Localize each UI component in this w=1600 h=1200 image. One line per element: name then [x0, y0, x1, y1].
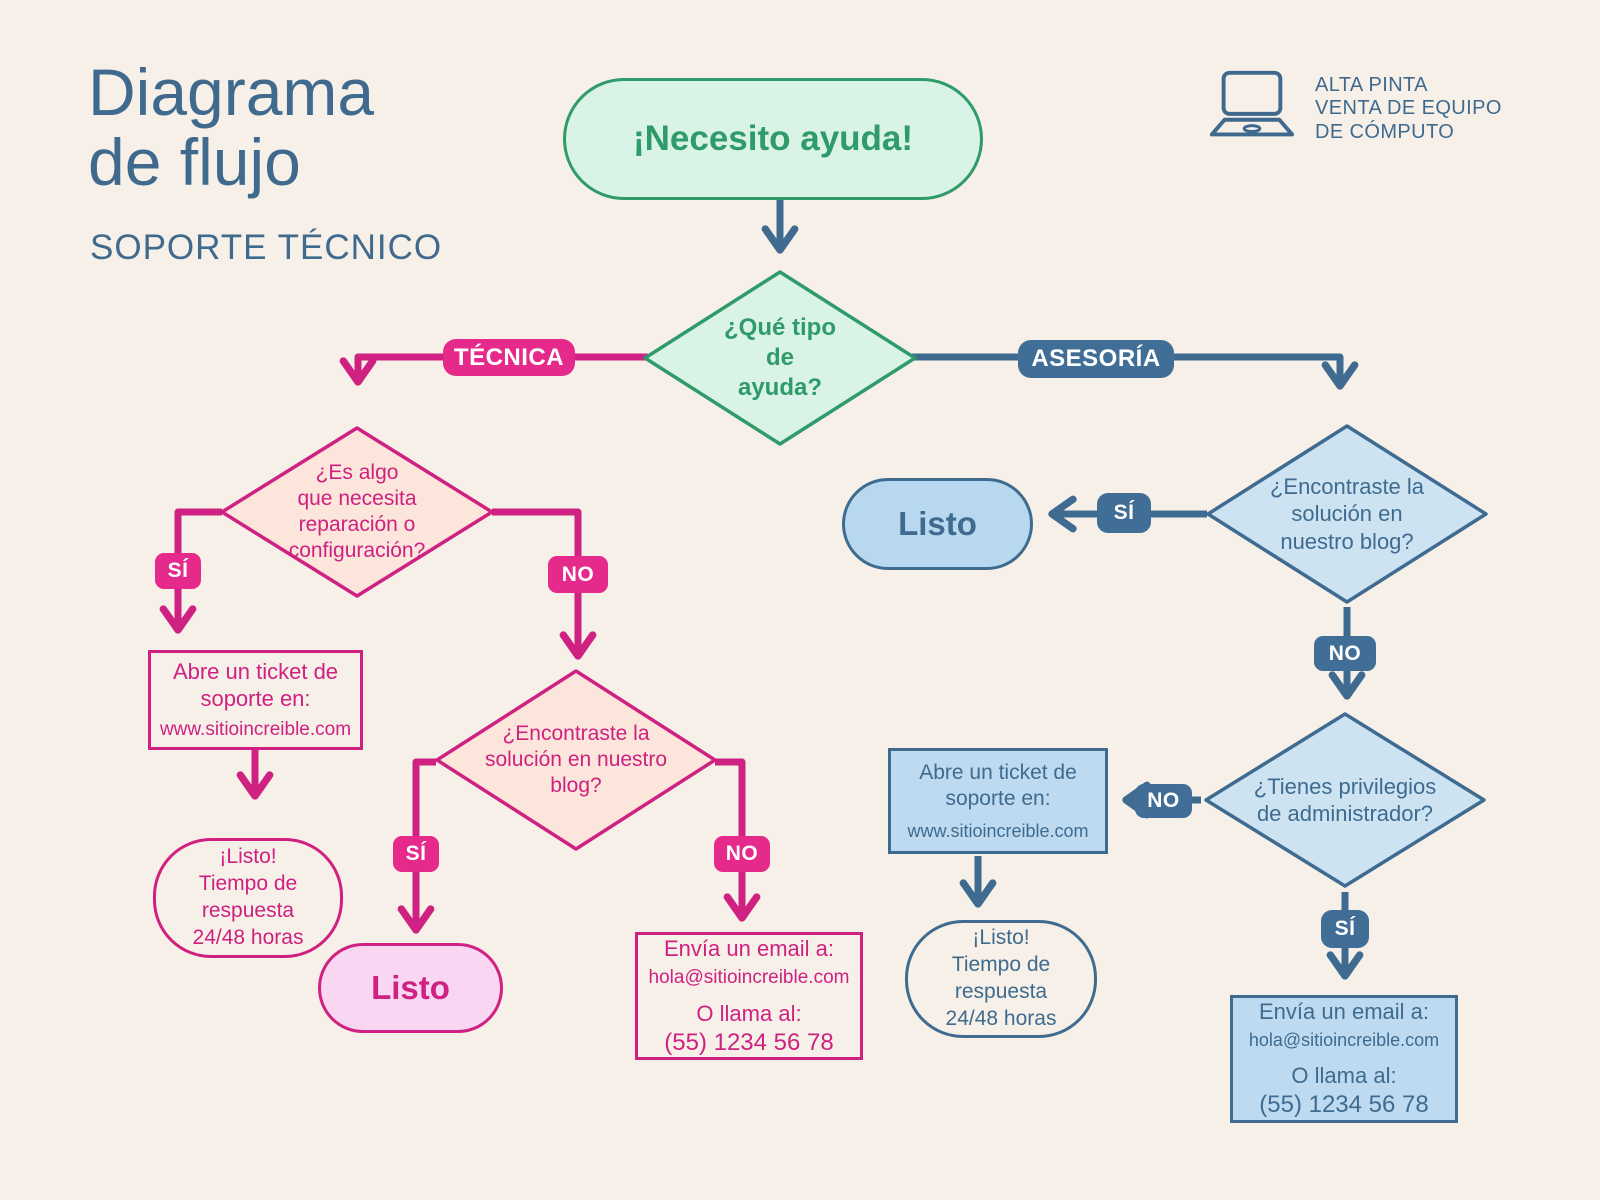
brand-line3: DE CÓMPUTO [1315, 120, 1455, 143]
help-type-line2: de [765, 344, 794, 372]
ticket-box-pink: Abre un ticket de soporte en: www.sitioi… [148, 650, 363, 750]
blog-blue-line2: solución en [1291, 501, 1403, 527]
decision-help-type: ¿Qué tipo de ayuda? [642, 269, 918, 447]
blog-pink-line1: ¿Encontraste la [502, 721, 650, 745]
decision-admin-privileges: ¿Tienes privilegios de administrador? [1203, 711, 1487, 889]
ticket-blue-heading: Abre un ticket de soporte en: [919, 760, 1077, 811]
decision-blog-blue: ¿Encontraste la solución en nuestro blog… [1205, 423, 1489, 605]
done-pink-line2: Tiempo de [198, 872, 298, 896]
done-node-blue: Listo [842, 478, 1033, 570]
diamond-shape [1206, 424, 1488, 604]
email-blue-address: hola@sitioincreible.com [1248, 1030, 1440, 1050]
blog-blue-line1: ¿Encontraste la [1269, 474, 1425, 500]
ticket-blue-heading-line2: soporte en: [945, 787, 1051, 810]
email-blue-heading: Envía un email a: [1259, 999, 1429, 1024]
start-node: ¡Necesito ayuda! [563, 78, 983, 200]
label-yes-repair: SÍ [155, 553, 201, 589]
ticket-pink-url: www.sitioincreible.com [159, 718, 352, 740]
diamond-shape [643, 270, 917, 446]
diamond-shape [1204, 712, 1486, 888]
ticket-pink-heading-line1: Abre un ticket de [172, 659, 339, 685]
ticket-pink-heading-line2: soporte en: [200, 686, 311, 711]
done-pink-line4: 24/48 horas [192, 925, 304, 949]
email-box-blue: Envía un email a: hola@sitioincreible.co… [1230, 995, 1458, 1123]
done-pink-line1: ¡Listo! [219, 845, 277, 869]
diamond-shape [435, 669, 717, 851]
repair-q-line4: configuración? [288, 539, 426, 563]
ticket-blue-url: www.sitioincreible.com [907, 820, 1089, 841]
done-blue-line3: respuesta [954, 980, 1048, 1003]
label-yes-blog-pink: SÍ [393, 836, 439, 872]
email-pink-call: O llama al: [696, 1000, 802, 1026]
page-title-line1: Diagrama [88, 55, 375, 129]
blog-pink-line2: solución en nuestro [484, 747, 668, 771]
decision-repair-config: ¿Es algo que necesita reparación o confi… [219, 425, 495, 599]
email-pink-address: hola@sitioincreible.com [648, 966, 850, 988]
email-pink-heading: Envía un email a: [664, 935, 834, 961]
repair-q-line2: que necesita [297, 486, 417, 510]
diamond-shape [220, 426, 494, 598]
decision-blog-pink: ¿Encontraste la solución en nuestro blog… [434, 668, 718, 852]
brand-line1: ALTA PINTA [1315, 73, 1428, 96]
label-no-blog-blue: NO [1314, 636, 1376, 671]
blog-pink-line3: blog? [550, 774, 602, 798]
done-node-pink: Listo [318, 943, 503, 1033]
help-type-line1: ¿Qué tipo [724, 314, 836, 342]
laptop-icon [1209, 70, 1295, 137]
done-oval-pink: ¡Listo! Tiempo de respuesta 24/48 horas [153, 838, 343, 958]
email-pink-phone: (55) 1234 56 78 [664, 1028, 834, 1056]
ticket-pink-heading: Abre un ticket de soporte en: [173, 659, 338, 713]
brand-text: ALTA PINTA VENTA DE EQUIPO DE CÓMPUTO [1315, 74, 1502, 145]
branch-label-tecnica: TÉCNICA [443, 339, 575, 376]
done-pink-line3: respuesta [201, 899, 295, 922]
label-no-admin: NO [1135, 784, 1192, 818]
ticket-box-blue: Abre un ticket de soporte en: www.sitioi… [888, 748, 1108, 854]
blog-blue-line3: nuestro blog? [1280, 528, 1414, 554]
repair-q-line3: reparación o [298, 513, 416, 536]
admin-q-line1: ¿Tienes privilegios [1253, 773, 1437, 799]
email-blue-phone: (55) 1234 56 78 [1259, 1091, 1429, 1118]
brand-line2: VENTA DE EQUIPO [1315, 97, 1502, 120]
email-box-pink: Envía un email a: hola@sitioincreible.co… [635, 932, 863, 1060]
help-type-line3: ayuda? [737, 373, 822, 401]
brand-logo: ALTA PINTA VENTA DE EQUIPO DE CÓMPUTO [1205, 68, 1502, 150]
label-no-blog-pink: NO [714, 836, 770, 872]
ticket-blue-heading-line1: Abre un ticket de [919, 761, 1077, 785]
admin-q-line2: de administrador? [1256, 801, 1434, 826]
repair-q-line1: ¿Es algo [315, 460, 399, 484]
page-subtitle: SOPORTE TÉCNICO [90, 228, 443, 267]
done-blue-line4: 24/48 horas [945, 1006, 1057, 1030]
page-title: Diagrama de flujo [88, 55, 375, 199]
label-yes-blog-blue: SÍ [1097, 493, 1151, 533]
done-blue-line1: ¡Listo! [972, 926, 1030, 950]
done-blue-line2: Tiempo de [951, 953, 1051, 977]
label-yes-admin: SÍ [1321, 910, 1369, 948]
email-blue-call: O llama al: [1291, 1063, 1397, 1088]
label-no-repair: NO [548, 556, 608, 593]
branch-label-asesoria: ASESORÍA [1018, 340, 1174, 378]
page-title-line2: de flujo [88, 124, 301, 199]
done-oval-blue: ¡Listo! Tiempo de respuesta 24/48 horas [905, 920, 1097, 1038]
